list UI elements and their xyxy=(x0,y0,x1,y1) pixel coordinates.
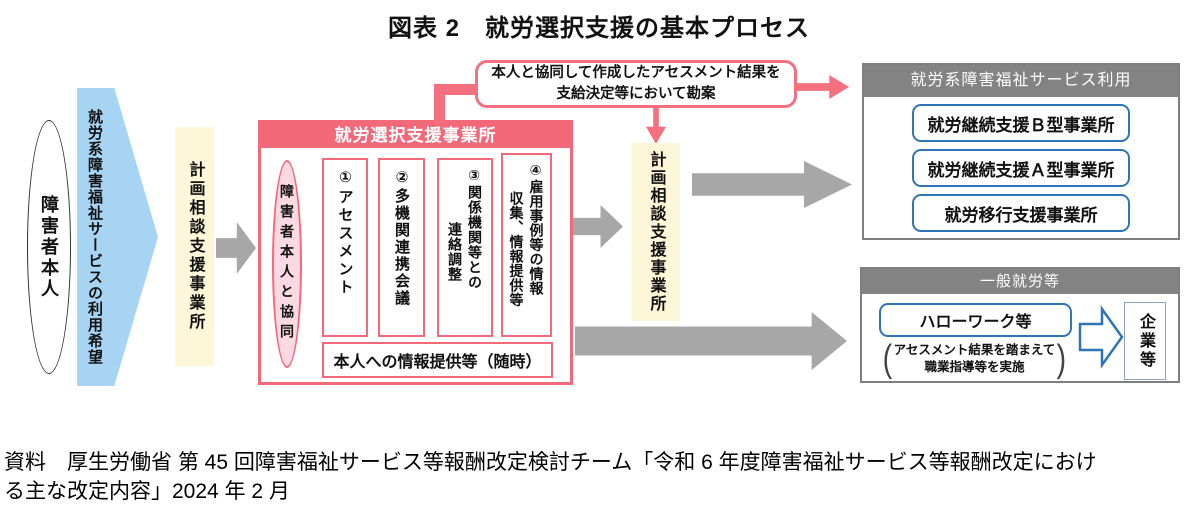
step-1-assessment-box: ①アセスメント xyxy=(322,158,368,337)
callout-arrow-down-icon xyxy=(646,108,666,144)
assessment-guidance-note: ( アセスメント結果を踏まえて 職業指導等を実施 ) xyxy=(871,339,1078,379)
figure-title: 図表 2 就労選択支援の基本プロセス xyxy=(387,15,810,42)
office-header: 就労選択支援事業所 xyxy=(261,123,570,148)
hellowork-box: ハローワーク等 xyxy=(879,303,1072,337)
employment-selection-office-box: 就労選択支援事業所 障害者本人と協同 ①アセスメント ②多機関連携会議 ③関係機… xyxy=(258,120,573,385)
close-paren: ) xyxy=(1056,338,1067,380)
callout-connector-horizontal xyxy=(434,84,479,95)
company-box: 企業等 xyxy=(1124,302,1166,380)
guidance-note-line2: 職業指導等を実施 xyxy=(924,360,1025,374)
open-paren: ( xyxy=(882,338,893,380)
person-label: 障害者本人 xyxy=(39,194,59,300)
callout-connector-vertical xyxy=(434,84,445,123)
welfare-service-group: 就労系障害福祉サービス利用 就労継続支援Ｂ型事業所 就労継続支援Ａ型事業所 就労… xyxy=(862,63,1180,240)
anytime-info-box: 本人への情報提供等（随時） xyxy=(322,342,553,378)
callout-arrow-right-icon xyxy=(797,75,849,99)
collaboration-oval: 障害者本人と協同 xyxy=(272,160,302,368)
assessment-callout-line1: 本人と協同して作成したアセスメント結果を xyxy=(491,64,781,81)
assessment-callout: 本人と協同して作成したアセスメント結果を 支給決定等において勘案 xyxy=(475,60,797,108)
step-2-label: ②多機関連携会議 xyxy=(393,168,410,307)
general-employment-group: 一般就労等 ハローワーク等 ( アセスメント結果を踏まえて 職業指導等を実施 )… xyxy=(860,267,1180,383)
welfare-group-header: 就労系障害福祉サービス利用 xyxy=(864,65,1178,97)
plan-office-right-label: 計画相談支援事業所 xyxy=(647,151,665,313)
hollow-arrow-icon xyxy=(1078,305,1124,369)
plan-office-left-label: 計画相談支援事業所 xyxy=(186,161,204,332)
flow-arrow-left-icon xyxy=(216,222,256,274)
step-4-label-line2: 収集、情報提供等 xyxy=(508,191,525,307)
source-caption: 資料 厚生労働省 第 45 回障害福祉サービス等報酬改定検討チーム「令和 6 年… xyxy=(4,451,1097,503)
flow-arrow-to-welfare-icon xyxy=(692,161,852,208)
person-oval: 障害者本人 xyxy=(27,120,71,374)
step-1-label: ①アセスメント xyxy=(336,168,354,297)
hellowork-label: ハローワーク等 xyxy=(919,314,1032,331)
service-item-type-b: 就労継続支援Ｂ型事業所 xyxy=(912,104,1130,142)
flow-arrow-middle-icon xyxy=(573,205,623,248)
service-item-transition: 就労移行支援事業所 xyxy=(912,194,1130,232)
assessment-callout-line2: 支給決定等において勘案 xyxy=(556,86,716,102)
service-wish-label: 就労系障害福祉サービスの利用希望 xyxy=(86,109,103,365)
service-wish-arrow: 就労系障害福祉サービスの利用希望 xyxy=(77,88,158,386)
step-3-coordination-box: ③関係機関等との 連絡調整 xyxy=(437,158,493,337)
collaboration-label: 障害者本人と協同 xyxy=(279,184,295,344)
plan-office-right: 計画相談支援事業所 xyxy=(631,143,680,321)
anytime-info-label: 本人への情報提供等（随時） xyxy=(333,354,542,371)
step-4-information-box: ④雇用事例等の情報 収集、情報提供等 xyxy=(501,153,552,337)
step-4-label-line1: ④雇用事例等の情報 xyxy=(528,163,545,296)
step-3-label-line1: ③関係機関等との xyxy=(467,168,483,290)
guidance-note-line1: アセスメント結果を踏まえて xyxy=(893,342,1056,357)
company-label: 企業等 xyxy=(1137,312,1154,370)
flow-arrow-to-general-icon xyxy=(575,312,847,370)
step-2-meeting-box: ②多機関連携会議 xyxy=(378,158,425,337)
plan-office-left: 計画相談支援事業所 xyxy=(175,127,214,366)
step-3-label-line2: 連絡調整 xyxy=(447,221,463,282)
service-item-type-a: 就労継続支援Ａ型事業所 xyxy=(912,149,1130,187)
general-group-header: 一般就労等 xyxy=(862,269,1178,294)
